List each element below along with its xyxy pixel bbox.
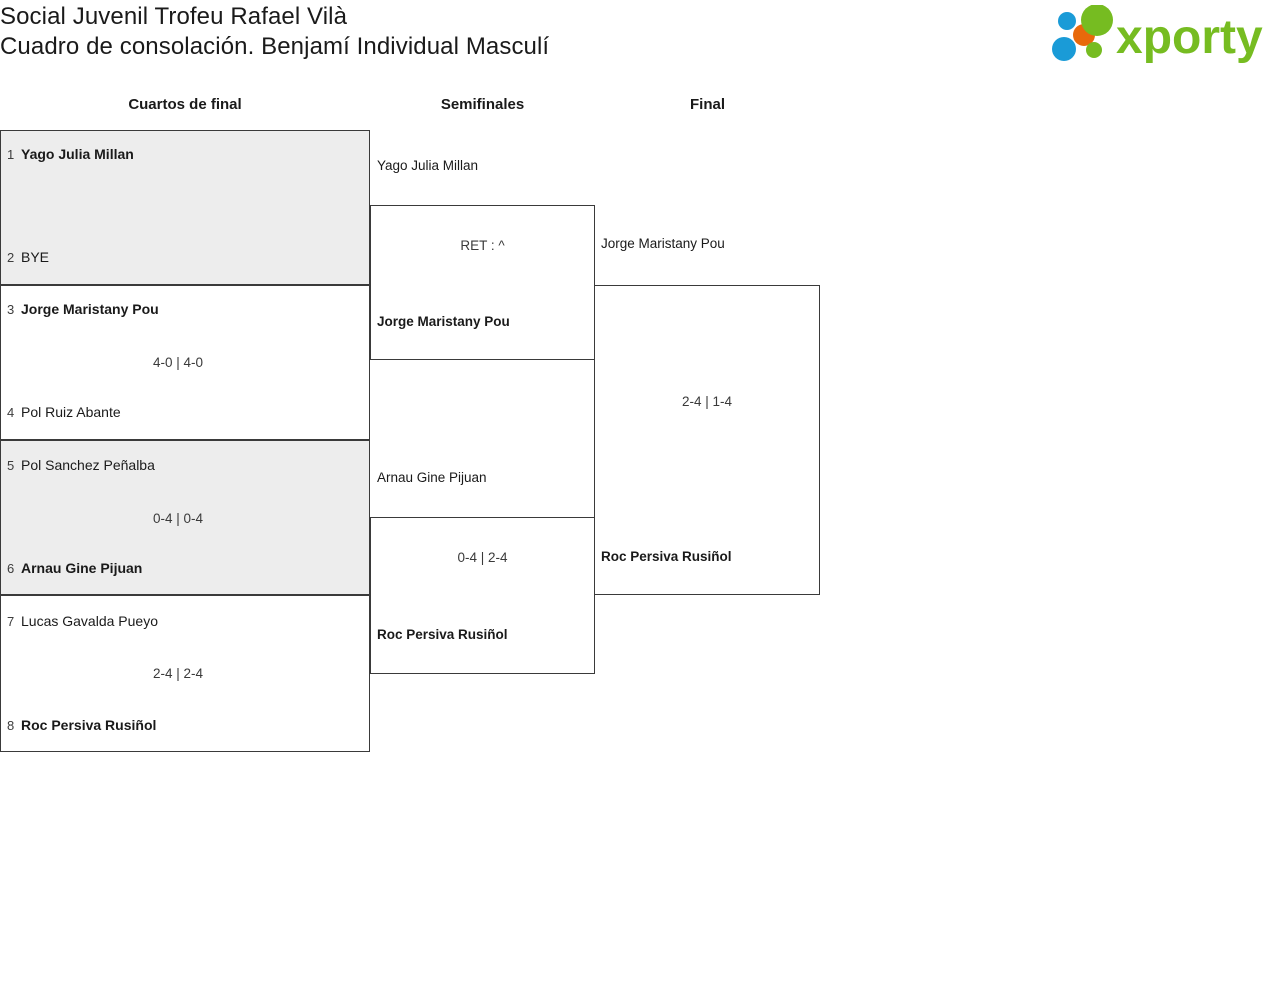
match-quarterfinal-1[interactable]: 1 Yago Julia Millan 2 BYE xyxy=(0,130,370,285)
xporty-logo-svg: xporty xyxy=(1052,4,1263,64)
seed-number: 1 xyxy=(7,146,15,162)
final-top-player[interactable]: Jorge Maristany Pou xyxy=(601,236,725,251)
round-header-quarterfinals: Cuartos de final xyxy=(128,96,242,113)
qf1-bottom-player[interactable]: 2 BYE xyxy=(1,249,369,265)
player-name: BYE xyxy=(21,249,50,265)
seed-number: 6 xyxy=(7,560,15,576)
logo-dot-green-large xyxy=(1081,4,1113,36)
match-semifinal-2[interactable]: 0-4 | 2-4 Roc Persiva Rusiñol xyxy=(370,517,595,674)
tournament-name: Social Juvenil Trofeu Rafael Vilà xyxy=(0,3,348,30)
qf1-top-player[interactable]: 1 Yago Julia Millan xyxy=(1,146,369,162)
sf1-score: RET : ^ xyxy=(460,238,505,253)
player-name: Pol Sanchez Peñalba xyxy=(21,457,155,473)
page-title: Social Juvenil Trofeu Rafael Vilà Cuadro… xyxy=(0,2,1000,62)
seed-number: 2 xyxy=(7,249,15,265)
match-semifinal-1[interactable]: RET : ^ Jorge Maristany Pou xyxy=(370,205,595,360)
match-quarterfinal-3[interactable]: 5 Pol Sanchez Peñalba 0-4 | 0-4 6 Arnau … xyxy=(0,440,370,595)
round-header-semifinals: Semifinales xyxy=(440,96,525,113)
qf3-score: 0-4 | 0-4 xyxy=(152,511,204,526)
xporty-logo[interactable]: xporty xyxy=(1046,4,1278,69)
qf3-top-player[interactable]: 5 Pol Sanchez Peñalba xyxy=(1,457,369,473)
player-name: Roc Persiva Rusiñol xyxy=(21,717,157,733)
player-name: Arnau Gine Pijuan xyxy=(21,560,143,576)
qf4-top-player[interactable]: 7 Lucas Gavalda Pueyo xyxy=(1,613,369,629)
sf1-bottom-player[interactable]: Jorge Maristany Pou xyxy=(377,314,510,329)
player-name: Jorge Maristany Pou xyxy=(21,301,159,317)
logo-dot-blue-bottom xyxy=(1052,37,1076,61)
player-name: Lucas Gavalda Pueyo xyxy=(21,613,158,629)
logo-dot-green-small xyxy=(1086,42,1102,58)
seed-number: 5 xyxy=(7,457,15,473)
seed-number: 4 xyxy=(7,404,15,420)
final-bottom-player[interactable]: Roc Persiva Rusiñol xyxy=(601,549,732,564)
draw-name: Cuadro de consolación. Benjamí Individua… xyxy=(0,33,550,60)
player-name: Yago Julia Millan xyxy=(21,146,134,162)
sf2-score: 0-4 | 2-4 xyxy=(457,550,508,565)
qf2-bottom-player[interactable]: 4 Pol Ruiz Abante xyxy=(1,404,369,420)
qf4-score: 2-4 | 2-4 xyxy=(152,666,204,681)
seed-number: 7 xyxy=(7,613,15,629)
qf4-bottom-player[interactable]: 8 Roc Persiva Rusiñol xyxy=(1,717,369,733)
sf1-top-player[interactable]: Yago Julia Millan xyxy=(377,158,479,173)
qf2-top-player[interactable]: 3 Jorge Maristany Pou xyxy=(1,301,369,317)
sf2-top-player[interactable]: Arnau Gine Pijuan xyxy=(377,470,487,485)
player-name: Pol Ruiz Abante xyxy=(21,404,121,420)
logo-dot-blue-top xyxy=(1058,12,1076,30)
match-final[interactable]: 2-4 | 1-4 Roc Persiva Rusiñol xyxy=(594,285,820,595)
sf2-bottom-player[interactable]: Roc Persiva Rusiñol xyxy=(377,627,508,642)
qf3-bottom-player[interactable]: 6 Arnau Gine Pijuan xyxy=(1,560,369,576)
qf2-score: 4-0 | 4-0 xyxy=(152,355,204,370)
match-quarterfinal-4[interactable]: 7 Lucas Gavalda Pueyo 2-4 | 2-4 8 Roc Pe… xyxy=(0,595,370,752)
round-header-final: Final xyxy=(689,96,725,113)
match-quarterfinal-2[interactable]: 3 Jorge Maristany Pou 4-0 | 4-0 4 Pol Ru… xyxy=(0,285,370,440)
final-score: 2-4 | 1-4 xyxy=(681,394,733,409)
seed-number: 3 xyxy=(7,301,15,317)
seed-number: 8 xyxy=(7,717,15,733)
logo-wordmark: xporty xyxy=(1116,11,1263,64)
